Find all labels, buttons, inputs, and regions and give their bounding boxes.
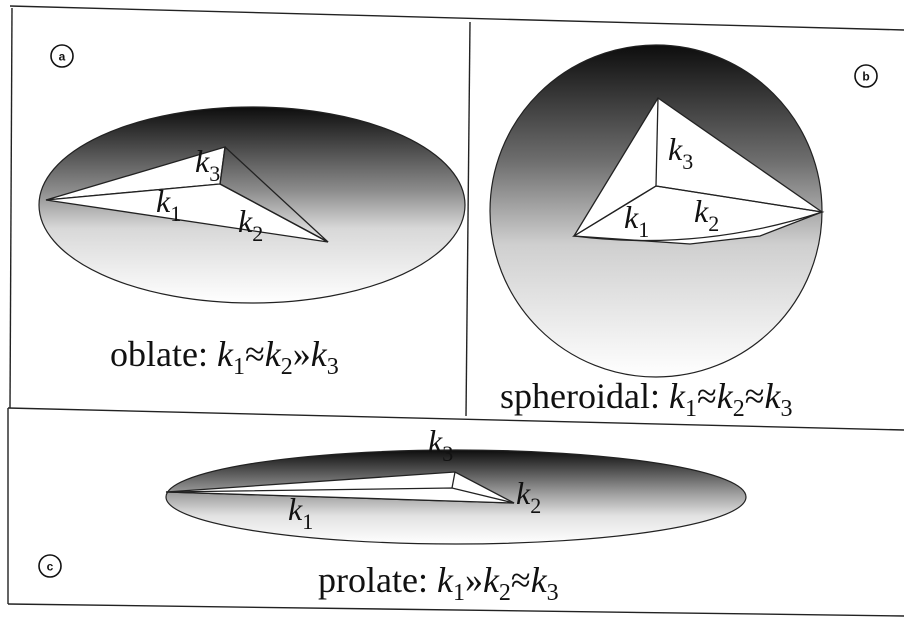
panel-b-badge-label: b — [862, 70, 869, 84]
sphere-k2-label: k2 — [694, 193, 719, 236]
panel-c-badge-label: c — [47, 560, 54, 574]
oblate-ridge — [224, 146, 329, 243]
prolate-axis-labels: k3 k1 k2 — [288, 423, 541, 534]
prolate-k2-label: k2 — [516, 475, 541, 518]
spheroidal-caption: spheroidal: k1≈k2≈k3 — [500, 376, 792, 422]
oblate-caption: oblate: k1≈k2»k3 — [110, 334, 339, 380]
oblate-k2-label: k2 — [238, 203, 263, 246]
panel-c-badge — [38, 554, 62, 578]
sphere-k2-edge — [655, 185, 823, 213]
sphere-k3-label: k3 — [668, 131, 693, 174]
prolate-caption: prolate: k1»k2≈k3 — [318, 560, 559, 606]
oblate-k3-label: k3 — [195, 143, 220, 186]
panel-a-badge-label: a — [59, 50, 66, 64]
panel-b-spheroidal: b k3 k1 k2 spheroidal: k1≈k2≈k3 — [489, 44, 878, 422]
prolate-axes-face — [165, 487, 515, 504]
oblate-k1-label: k1 — [156, 183, 181, 226]
prolate-k3-label: k3 — [428, 423, 453, 466]
panel-frames — [7, 5, 904, 617]
prolate-k1-label: k1 — [288, 491, 313, 534]
sphere-k1-edge — [573, 185, 657, 237]
prolate-k3-edge — [451, 471, 456, 489]
oblate-axis-labels: k3 k1 k2 — [156, 143, 263, 246]
panel-a-oblate: a k3 k1 k2 oblate: k1≈k2»k3 — [38, 44, 466, 380]
sphere-k3-edge — [655, 97, 659, 187]
panel-b-badge — [854, 64, 878, 88]
panel-c-prolate: c k3 k1 k2 prolate: k1»k2≈k3 — [38, 423, 747, 606]
oblate-k3-edge — [219, 146, 329, 243]
sphere-k1-label: k1 — [624, 199, 649, 242]
sphere-bottom-arc — [573, 211, 823, 242]
sphere-axis-labels: k3 k1 k2 — [624, 131, 719, 242]
panel-a-badge — [50, 44, 74, 68]
